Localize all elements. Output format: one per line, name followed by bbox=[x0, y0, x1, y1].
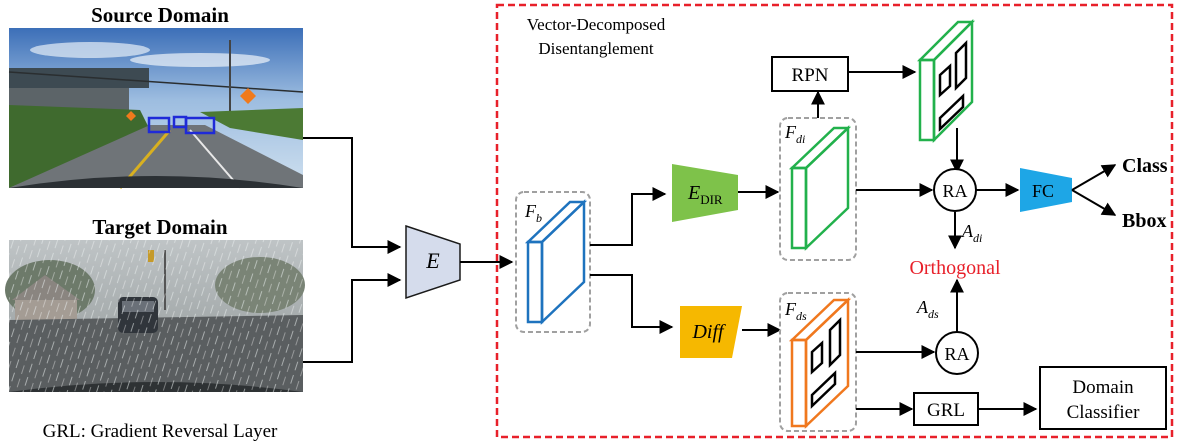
detection-box bbox=[147, 116, 171, 134]
vector-decomposed-frame bbox=[495, 3, 1174, 439]
target-road-image bbox=[5, 240, 305, 392]
ads-label: Ads bbox=[916, 297, 939, 321]
edir-label: EDIR bbox=[687, 182, 723, 207]
encoder-label: E bbox=[425, 248, 440, 273]
fds-proposal-boxes bbox=[810, 316, 842, 409]
grl-footnote: GRL: Gradient Reversal Layer bbox=[43, 421, 278, 442]
diff-label: Diff bbox=[691, 321, 726, 343]
adi-label: Adi bbox=[961, 221, 982, 245]
grl-box bbox=[913, 392, 979, 426]
source-road-image bbox=[8, 28, 304, 189]
ra-bottom-label: RA bbox=[944, 344, 969, 364]
target-domain-title: Target Domain bbox=[92, 215, 227, 239]
fb-label: Fb bbox=[524, 201, 542, 225]
fb-group bbox=[515, 191, 591, 333]
ra-top-label: RA bbox=[942, 181, 967, 201]
diff-block: Diff bbox=[680, 306, 742, 358]
target-to-encoder-arrow bbox=[303, 273, 402, 363]
edir-block: EDIR bbox=[672, 164, 738, 222]
frame-title-line1: Vector-Decomposed bbox=[527, 15, 666, 34]
source-domain-title: Source Domain bbox=[91, 3, 229, 27]
fc-label: FC bbox=[1032, 181, 1054, 201]
orthogonal-label: Orthogonal bbox=[909, 257, 1001, 279]
domain-classifier-box bbox=[1039, 366, 1167, 430]
bbox-output-label: Bbox bbox=[1122, 210, 1166, 232]
detection-box bbox=[184, 116, 216, 135]
source-to-encoder-arrow bbox=[303, 137, 402, 254]
fdi-label: Fdi bbox=[784, 122, 805, 146]
rpn-box bbox=[771, 56, 849, 92]
encoder-block: E bbox=[405, 224, 461, 300]
frame-title-line2: Disentanglement bbox=[538, 39, 653, 58]
proposal-feature-map bbox=[916, 18, 976, 144]
fc-to-bbox-arrow bbox=[1071, 189, 1117, 216]
fb-to-edir-arrow bbox=[590, 187, 667, 246]
proposal-boxes bbox=[938, 39, 968, 132]
fds-feature-map bbox=[788, 297, 852, 429]
grl-label: GRL bbox=[927, 400, 965, 421]
domain-classifier-line2: Classifier bbox=[1067, 402, 1140, 423]
fds-group bbox=[779, 292, 857, 432]
ra-bottom-node bbox=[935, 331, 979, 375]
fc-block: FC bbox=[1020, 168, 1072, 212]
fb-feature-map bbox=[524, 199, 588, 325]
fdi-feature-map bbox=[788, 125, 852, 251]
fds-label: Fds bbox=[784, 299, 807, 323]
rpn-label: RPN bbox=[792, 65, 829, 86]
fb-to-diff-arrow bbox=[590, 274, 674, 334]
class-output-label: Class bbox=[1122, 155, 1168, 177]
fdi-group bbox=[779, 117, 857, 261]
fc-to-class-arrow bbox=[1071, 164, 1117, 191]
domain-classifier-line1: Domain bbox=[1072, 377, 1134, 398]
